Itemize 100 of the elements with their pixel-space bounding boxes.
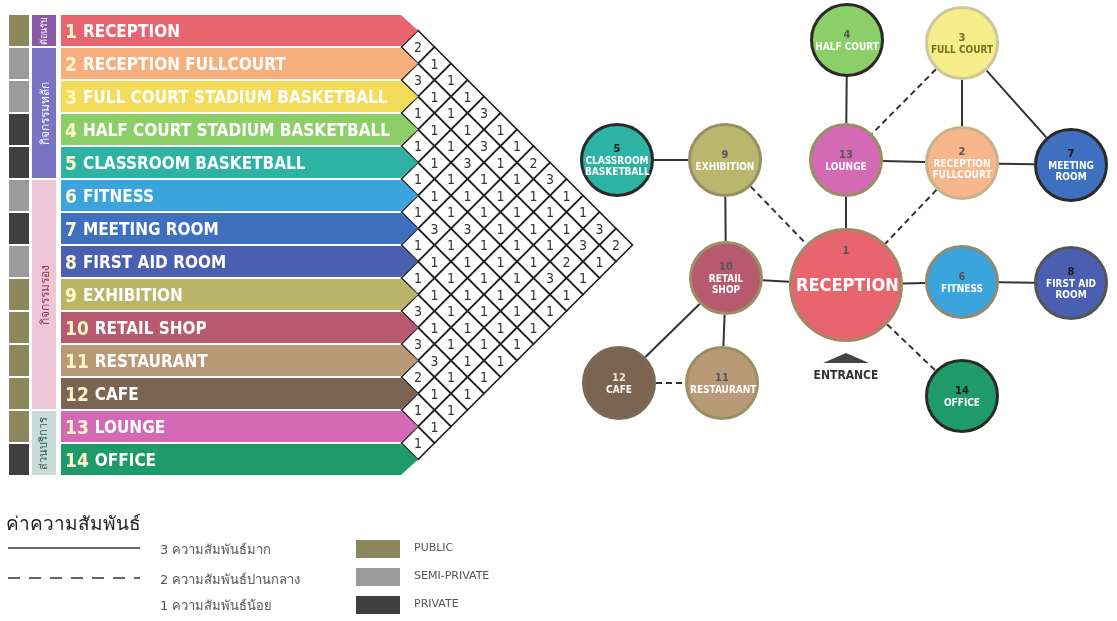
matrix-value: 1 — [429, 56, 440, 71]
connector-line — [961, 79, 963, 127]
matrix-value: 1 — [545, 304, 555, 318]
matrix-value: 1 — [495, 155, 506, 170]
matrix-value: 1 — [479, 304, 489, 318]
matrix-value: 1 — [446, 73, 456, 87]
room-circle: 2 RECEPTION FULLCOURT — [925, 126, 999, 200]
room-circle: 11 RESTAURANT — [685, 346, 759, 420]
matrix-value: 1 — [495, 287, 506, 302]
matrix-value: 1 — [479, 271, 489, 285]
matrix-value: 1 — [495, 188, 506, 203]
matrix-value: 1 — [462, 353, 473, 368]
matrix-value: 1 — [429, 254, 440, 269]
matrix-value: 2 — [561, 254, 572, 269]
matrix-value: 1 — [446, 139, 456, 153]
category-band: ต้อนรับ — [32, 15, 56, 46]
room-circle: 8 FIRST AID ROOM — [1034, 246, 1108, 320]
matrix-value: 1 — [578, 271, 588, 285]
matrix-value: 1 — [462, 320, 473, 335]
matrix-value: 3 — [545, 271, 555, 285]
matrix-value: 1 — [528, 287, 539, 302]
matrix-value: 3 — [429, 221, 440, 236]
matrix-value: 1 — [495, 353, 506, 368]
category-band: กิจกรรมหลัก — [32, 48, 56, 178]
room-circle: 3 FULL COURT — [925, 6, 999, 80]
matrix-value: 1 — [446, 106, 456, 120]
matrix-value: 1 — [429, 122, 440, 137]
matrix-value: 1 — [462, 122, 473, 137]
room-circle: 4 HALF COURT — [810, 3, 884, 77]
matrix-value: 1 — [495, 122, 506, 137]
matrix-value: 1 — [528, 188, 539, 203]
matrix-value: 3 — [594, 221, 605, 236]
connector-line — [722, 313, 726, 348]
matrix-value: 1 — [462, 386, 473, 401]
matrix-value: 1 — [512, 271, 522, 285]
room-circle: 13 LOUNGE — [809, 123, 883, 197]
room-circle: 6 FITNESS — [925, 245, 999, 319]
matrix-value: 1 — [479, 337, 489, 351]
matrix-value: 1 — [495, 254, 506, 269]
room-circle: 12 CAFE — [582, 346, 656, 420]
matrix-value: 1 — [545, 238, 555, 252]
matrix-value: 3 — [578, 238, 588, 252]
connector-line — [998, 162, 1035, 166]
matrix-value: 2 — [528, 155, 539, 170]
matrix-value: 1 — [446, 370, 456, 384]
matrix-value: 1 — [429, 386, 440, 401]
matrix-value: 1 — [446, 271, 456, 285]
matrix-value: 1 — [462, 188, 473, 203]
legend-text: PRIVATE — [414, 597, 459, 610]
matrix-value: 3 — [462, 221, 473, 236]
matrix-value: 1 — [561, 188, 572, 203]
matrix-value: 3 — [479, 139, 489, 153]
matrix-value: 3 — [545, 172, 555, 186]
matrix-value: 1 — [462, 254, 473, 269]
connector-line — [902, 281, 926, 285]
connector-line — [985, 69, 1048, 139]
matrix-value: 1 — [495, 320, 506, 335]
connector-line — [845, 76, 848, 124]
matrix-value: 1 — [446, 205, 456, 219]
matrix-value: 1 — [429, 155, 440, 170]
room-circle: 7 MEETING ROOM — [1034, 128, 1108, 202]
connector-line — [886, 323, 937, 372]
matrix-value: 1 — [479, 370, 489, 384]
legend-title: ค่าความสัมพันธ์ — [6, 511, 141, 536]
matrix-value: 1 — [446, 304, 456, 318]
matrix-value: 1 — [528, 254, 539, 269]
matrix-value: 1 — [446, 172, 456, 186]
matrix-value: 2 — [611, 238, 621, 252]
matrix-value: 1 — [446, 337, 456, 351]
matrix-value: 1 — [429, 188, 440, 203]
legend-text: PUBLIC — [414, 541, 454, 554]
matrix-value: 1 — [528, 320, 539, 335]
matrix-value: 1 — [578, 205, 588, 219]
room-circle: 1 RECEPTION — [789, 228, 903, 342]
matrix-value: 1 — [479, 172, 489, 186]
entrance-label: ENTRANCE — [812, 368, 880, 382]
matrix-value: 1 — [479, 205, 489, 219]
matrix-value: 1 — [528, 221, 539, 236]
matrix-value: 1 — [561, 287, 572, 302]
matrix-value: 3 — [462, 155, 473, 170]
matrix-value: 1 — [495, 221, 506, 236]
matrix-value: 1 — [462, 89, 473, 104]
matrix-value: 1 — [462, 287, 473, 302]
legend-text: 2 ความสัมพันธ์ปานกลาง — [160, 571, 301, 589]
legend-text: SEMI-PRIVATE — [414, 569, 490, 582]
legend-text: 3 ความสัมพันธ์มาก — [160, 541, 272, 559]
matrix-value: 1 — [429, 320, 440, 335]
matrix-value: 1 — [594, 254, 605, 269]
matrix-value: 1 — [512, 139, 522, 153]
room-circle: 5 CLASSROOM BASKETBALL — [580, 123, 654, 197]
connector-line — [653, 159, 689, 161]
connector-line — [884, 188, 938, 245]
connector-line — [998, 281, 1035, 284]
matrix-value: 3 — [429, 353, 440, 368]
connector-line — [724, 196, 727, 242]
matrix-value: 1 — [479, 238, 489, 252]
category-band: กิจกรรมรอง — [32, 180, 56, 409]
matrix-value: 1 — [446, 238, 456, 252]
matrix-value: 1 — [429, 287, 440, 302]
matrix-value: 1 — [512, 337, 522, 351]
